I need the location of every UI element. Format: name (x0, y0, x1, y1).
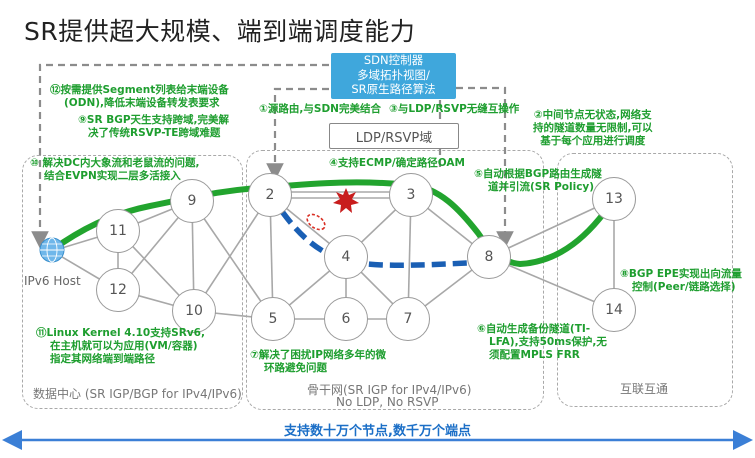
node-4: 4 (324, 235, 368, 279)
ldp-rsvp-domain-box: LDP/RSVP域 (329, 123, 459, 149)
controller-line-2: 多域拓扑视图/ (357, 67, 430, 82)
node-11: 11 (96, 209, 140, 253)
page-title: SR提供超大规模、端到端调度能力 (24, 17, 416, 46)
link-failure-icon (333, 188, 359, 213)
annotation-7: ⑦解决了困扰IP网络多年的微 环路避免问题 (250, 349, 386, 374)
controller-line-3: SR原生路径算法 (351, 82, 436, 96)
node-2: 2 (248, 173, 292, 217)
node-9: 9 (170, 179, 214, 223)
node-8: 8 (467, 235, 511, 279)
node-10: 10 (172, 289, 216, 333)
sdn-controller-box: SDN控制器 多域拓扑视图/ SR原生路径算法 (331, 53, 456, 99)
microloop-marker (306, 213, 326, 231)
controller-line-1: SDN控制器 (363, 53, 424, 67)
datacenter-zone (22, 155, 243, 409)
annotation-1: ①源路由,与SDN完美结合 (259, 103, 381, 115)
node-14: 14 (592, 288, 636, 332)
backbone-zone-label: 骨干网(SR IGP for IPv4/IPv6) (307, 383, 472, 397)
annotation-4: ④支持ECMP/确定路径OAM (329, 157, 465, 169)
internet-zone (557, 153, 733, 407)
node-7: 7 (386, 297, 430, 341)
ipv6-host (38, 236, 66, 264)
host-globe-icon (39, 237, 65, 263)
node-12: 12 (96, 268, 140, 312)
annotation-12: ⑫按需提供Segment列表给末端设备 (ODN),降低末端设备转发表要求 (50, 84, 229, 109)
backbone-zone-sublabel: No LDP, No RSVP (336, 395, 439, 409)
annotation-10: ⑩ 解决DC内大象流和老鼠流的问题, 结合EVPN实现二层多活接入 (30, 157, 200, 182)
footer-caption: 支持数十万个节点,数千万个端点 (284, 424, 471, 439)
node-6: 6 (324, 297, 368, 341)
annotation-9: ⑨SR BGP天生支持跨域,完美解 决了传统RSVP-TE跨域难题 (78, 114, 229, 139)
annotation-11: ⑪Linux Kernel 4.10支持SRv6, 在主机就可以为应用(VM/容… (36, 327, 205, 365)
node-13: 13 (592, 177, 636, 221)
annotation-5: ⑤自动根据BGP路由生成隧 道并引流(SR Policy) (474, 168, 602, 193)
annotation-2: ②中间节点无状态,网络支 持的隧道数量无限制,可以 基于每个应用进行调度 (533, 109, 653, 147)
node-5: 5 (251, 297, 295, 341)
datacenter-zone-label: 数据中心 (SR IGP/BGP for IPv4/IPv6) (33, 387, 242, 401)
annotation-3: ③与LDP/RSVP无缝互操作 (389, 103, 520, 115)
internet-zone-label: 互联互通 (620, 382, 669, 396)
host-label: IPv6 Host (24, 274, 81, 288)
annotation-8: ⑧BGP EPE实现出向流量 控制(Peer/链路选择) (620, 268, 742, 293)
node-3: 3 (389, 173, 433, 217)
annotation-6: ⑥自动生成备份隧道(TI- LFA),支持50ms保护,无 须配置MPLS FR… (477, 323, 607, 361)
